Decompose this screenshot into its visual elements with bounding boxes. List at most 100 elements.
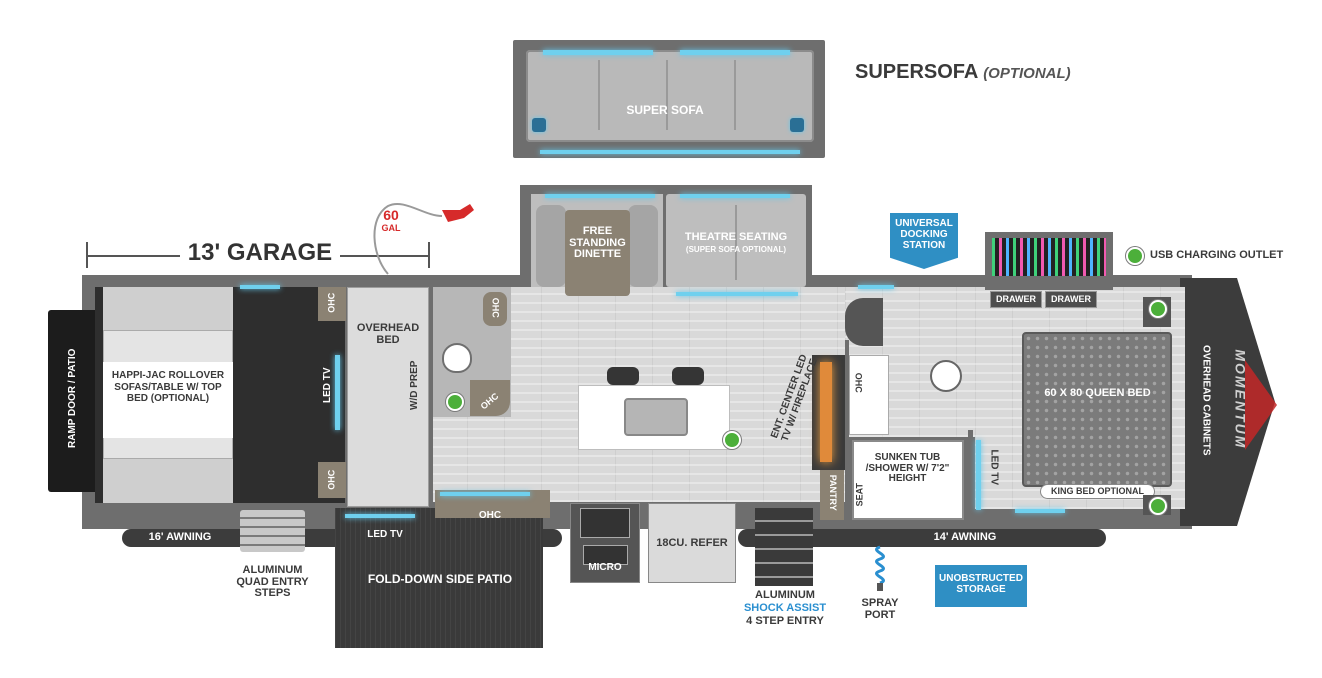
overhead-bed-label: OVERHEAD BED [356, 322, 420, 346]
super-sofa-seat-divider [734, 60, 736, 130]
shock-assist-label: SHOCK ASSIST [743, 602, 827, 614]
bath-led-strip [858, 285, 894, 289]
usb-charging-outlet-icon [723, 431, 741, 449]
fuel-unit: GAL [381, 223, 401, 233]
universal-docking-station-badge: UNIVERSAL DOCKING STATION [890, 213, 958, 269]
awning-16-label: 16' AWNING [148, 531, 212, 543]
ramp-door-label: RAMP DOOR / PATIO [66, 348, 78, 448]
usb-charging-outlet-icon [1149, 300, 1167, 318]
patio-led-tv-label: LED TV [367, 529, 403, 540]
super-sofa [526, 50, 814, 142]
supersofa-title-main: SUPERSOFA [855, 61, 978, 83]
supersofa-title: SUPERSOFA (OPTIONAL) [855, 62, 1071, 83]
dinette-chair [628, 205, 658, 287]
shock-assist-entry-steps [755, 508, 813, 586]
fold-down-side-patio [335, 508, 543, 648]
garage-label: 13' GARAGE [180, 240, 340, 265]
bath-wall [845, 340, 849, 510]
aluminum-label: ALUMINUM [755, 589, 815, 601]
happi-jac-sofa-back [103, 458, 233, 503]
four-step-entry-label: 4 STEP ENTRY [746, 615, 824, 627]
bar-stool [607, 367, 639, 385]
super-sofa-led-strip [680, 50, 790, 55]
theatre-seating-note: (SUPER SOFA OPTIONAL) [685, 245, 787, 254]
garage-dimension-tick [86, 242, 88, 268]
ramp-door [48, 310, 100, 492]
awning-14-label: 14' AWNING [933, 531, 997, 543]
ohc-cabinet [470, 380, 510, 416]
drawer-label: DRAWER [1051, 294, 1091, 304]
usb-charging-outlet-icon [446, 393, 464, 411]
garage-interior-wall [429, 287, 433, 502]
super-sofa-seat-divider [598, 60, 600, 130]
bedroom-led-tv-label: LED TV [988, 449, 1000, 486]
aluminum-quad-entry-steps [240, 510, 305, 552]
pantry [820, 470, 844, 520]
theatre-led-strip [676, 292, 798, 296]
supersofa-title-optional: (OPTIONAL) [983, 65, 1071, 82]
kitchen-sink [624, 398, 688, 436]
ohc-label: OHC [853, 372, 864, 393]
happi-jac-sofa-back [103, 287, 233, 331]
ohc-label: OHC [326, 469, 337, 490]
toilet-icon [930, 360, 962, 392]
fuel-nozzle-icon [373, 203, 474, 275]
refer-label: 18CU. REFER [656, 537, 728, 549]
ohc-label: OHC [490, 297, 501, 318]
toilet-icon [442, 343, 472, 373]
drawer-label: DRAWER [996, 294, 1036, 304]
usb-charging-outlet-icon [1126, 247, 1144, 265]
theatre-led-strip [680, 194, 790, 198]
queen-bed-label: 60 x 80 QUEEN BED [1044, 387, 1151, 399]
ohc-cabinet [318, 287, 346, 321]
bar-stool [672, 367, 704, 385]
fuel-amount: 60 [383, 207, 399, 223]
happi-jac-label: HAPPI-JAC ROLLOVER SOFAS/TABLE w/ TOP BE… [111, 370, 225, 404]
fold-down-patio-label: FOLD-DOWN SIDE PATIO [367, 572, 513, 586]
seat-label: SEAT [854, 483, 865, 507]
garage-dimension-tick [428, 242, 430, 268]
brand-logo: MOMENTUM [1232, 349, 1249, 450]
garage-led-tv [335, 355, 340, 430]
ohc-cabinet [483, 292, 507, 326]
usb-charging-outlet-icon [1149, 497, 1167, 515]
aluminum-quad-steps-label: ALUMINUM QUAD ENTRY STEPS [236, 564, 309, 600]
bedroom-led-strip [1015, 509, 1065, 513]
super-sofa-led-strip [543, 50, 653, 55]
theatre-seat-divider [735, 205, 737, 280]
stove [580, 508, 630, 538]
super-sofa-led-strip [540, 150, 800, 154]
refrigerator [648, 503, 736, 583]
pantry-label: PANTRY [828, 474, 839, 511]
fireplace [820, 362, 832, 462]
king-bed-optional-outline [1040, 484, 1155, 499]
sunken-tub-label: SUNKEN TUB /SHOWER w/ 7'2" HEIGHT [865, 452, 950, 484]
usb-charging-outlet-label: USB CHARGING OUTLET [1150, 249, 1284, 261]
dinette-chair [536, 205, 566, 287]
awning-14 [738, 529, 1106, 547]
linen-cabinet [845, 298, 883, 346]
bath-vanity [849, 355, 889, 435]
patio-ohc-label: OHC [478, 510, 502, 521]
free-standing-dinette-table [565, 210, 630, 296]
garage-led-tv-label: LED TV [321, 367, 333, 404]
spray-hose-icon [875, 545, 885, 591]
bedroom-wall [968, 430, 973, 520]
wd-prep-label: W/D PREP [408, 360, 420, 410]
drawer [1045, 291, 1097, 308]
dinette-led-strip [545, 194, 655, 198]
overhead-cabinets-label: OVERHEAD CABINETS [1200, 344, 1212, 456]
patio-led-tv [345, 514, 415, 518]
drawer [990, 291, 1042, 308]
free-standing-dinette-label: FREE STANDING DINETTE [569, 225, 626, 261]
cup-holder-icon [790, 118, 804, 132]
super-sofa-label: SUPER SOFA [626, 103, 704, 117]
happi-jac-table [103, 362, 233, 438]
ohc-cabinet [318, 462, 346, 498]
unobstructed-storage-badge: UNOBSTRUCTED STORAGE [935, 565, 1027, 607]
closet-hanging-rack [992, 238, 1106, 276]
cup-holder-icon [532, 118, 546, 132]
theatre-seating-label: THEATRE SEATING [684, 231, 788, 243]
patio-led-strip [440, 492, 530, 496]
queen-bed [1022, 332, 1172, 487]
